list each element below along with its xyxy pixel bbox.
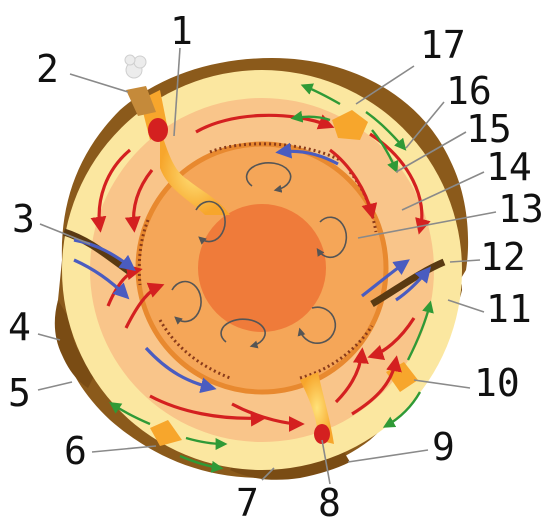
label-10: 10 (474, 361, 520, 405)
label-2: 2 (36, 47, 59, 91)
label-4: 4 (8, 305, 31, 349)
eruption-cloud-icon (125, 55, 146, 78)
leader-line-5 (38, 382, 72, 390)
label-7: 7 (236, 481, 259, 525)
label-17: 17 (420, 23, 466, 67)
label-1: 1 (170, 9, 193, 53)
label-12: 12 (480, 235, 526, 279)
label-8: 8 (318, 481, 341, 525)
label-5: 5 (8, 371, 31, 415)
label-6: 6 (64, 429, 87, 473)
leader-line-2 (70, 74, 128, 92)
label-9: 9 (432, 425, 455, 469)
label-3: 3 (12, 197, 35, 241)
hotspot-plume-icon (148, 118, 168, 142)
label-14: 14 (486, 145, 532, 189)
leader-line-6 (92, 446, 156, 452)
label-15: 15 (466, 107, 512, 151)
inner-core (198, 204, 326, 332)
label-16: 16 (446, 69, 492, 113)
leader-line-9 (348, 450, 428, 462)
label-13: 13 (498, 187, 544, 231)
label-11: 11 (486, 287, 532, 331)
